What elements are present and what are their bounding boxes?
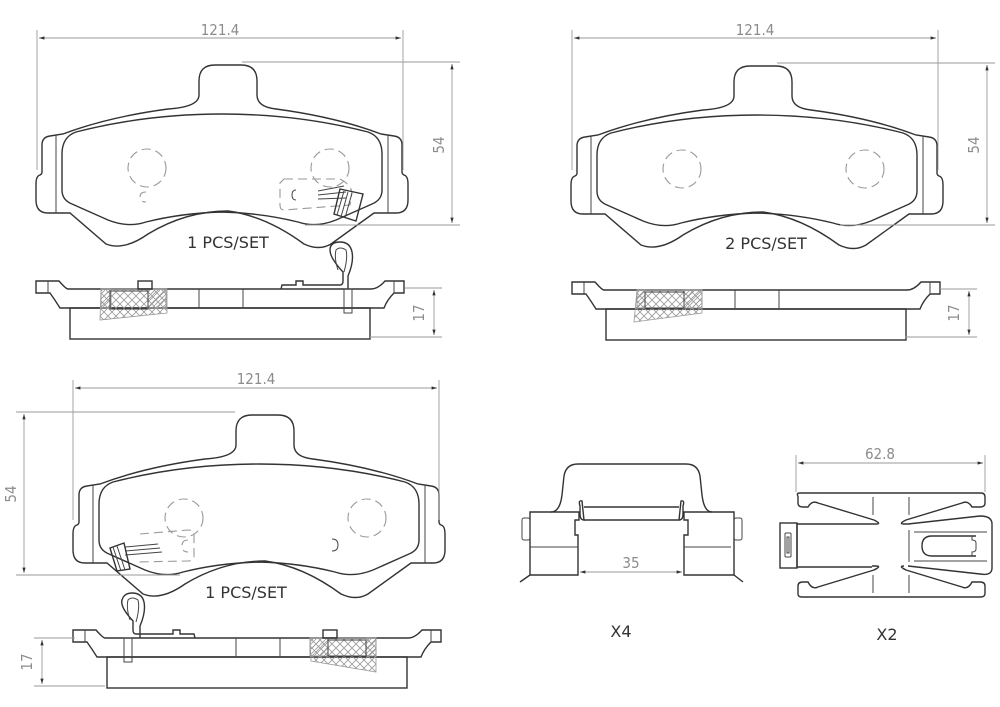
pad-top-left-height-dimension: 54 xyxy=(242,61,460,226)
qty-label: 1 PCS/SET xyxy=(205,583,287,602)
pad-top-left-width-dimension: 121.4 xyxy=(36,21,404,170)
pad-top-right-height-dimension: 54 xyxy=(777,62,995,226)
pad-bottom-left-width-dimension: 121.4 xyxy=(72,370,440,520)
dim-thickness-value: 17 xyxy=(18,653,36,670)
dim-height-value: 54 xyxy=(430,136,448,153)
dim-thickness-value: 17 xyxy=(945,304,963,321)
pad-top-left-side-view xyxy=(35,241,405,340)
pad-bottom-left-height-dimension: 54 xyxy=(2,411,235,576)
qty-label-x2: X2 xyxy=(876,625,897,644)
pad-top-right-side-view xyxy=(571,281,941,341)
pad-top-right-width-dimension: 121.4 xyxy=(571,21,939,170)
pad-bottom-left-side-view xyxy=(72,592,442,689)
dim-height-value: 54 xyxy=(2,485,20,502)
pad-top-right-front-view xyxy=(570,65,944,250)
dim-spring-width-value: 62.8 xyxy=(865,445,895,463)
qty-label: 2 PCS/SET xyxy=(725,234,807,253)
dim-width-value: 121.4 xyxy=(237,370,276,388)
dim-width-value: 121.4 xyxy=(201,21,240,39)
dim-height-value: 54 xyxy=(965,136,983,153)
pad-top-right-thickness-dimension: 17 xyxy=(905,288,977,338)
dim-thickness-value: 17 xyxy=(410,304,428,321)
pad-bottom-left-front-view xyxy=(72,414,446,599)
qty-label-x4: X4 xyxy=(610,622,631,641)
clip-width-dimension: 35 xyxy=(580,554,682,574)
dim-width-value: 121.4 xyxy=(736,21,775,39)
pad-top-left-thickness-dimension: 17 xyxy=(370,287,442,338)
retaining-spring-drawing: 62.8 xyxy=(779,445,993,598)
dim-clip-width-value: 35 xyxy=(622,554,639,572)
pad-top-left-front-view xyxy=(35,64,409,249)
qty-label: 1 PCS/SET xyxy=(187,233,269,252)
pad-bottom-left-thickness-dimension: 17 xyxy=(18,637,105,687)
abutment-clip-drawing xyxy=(519,463,744,583)
